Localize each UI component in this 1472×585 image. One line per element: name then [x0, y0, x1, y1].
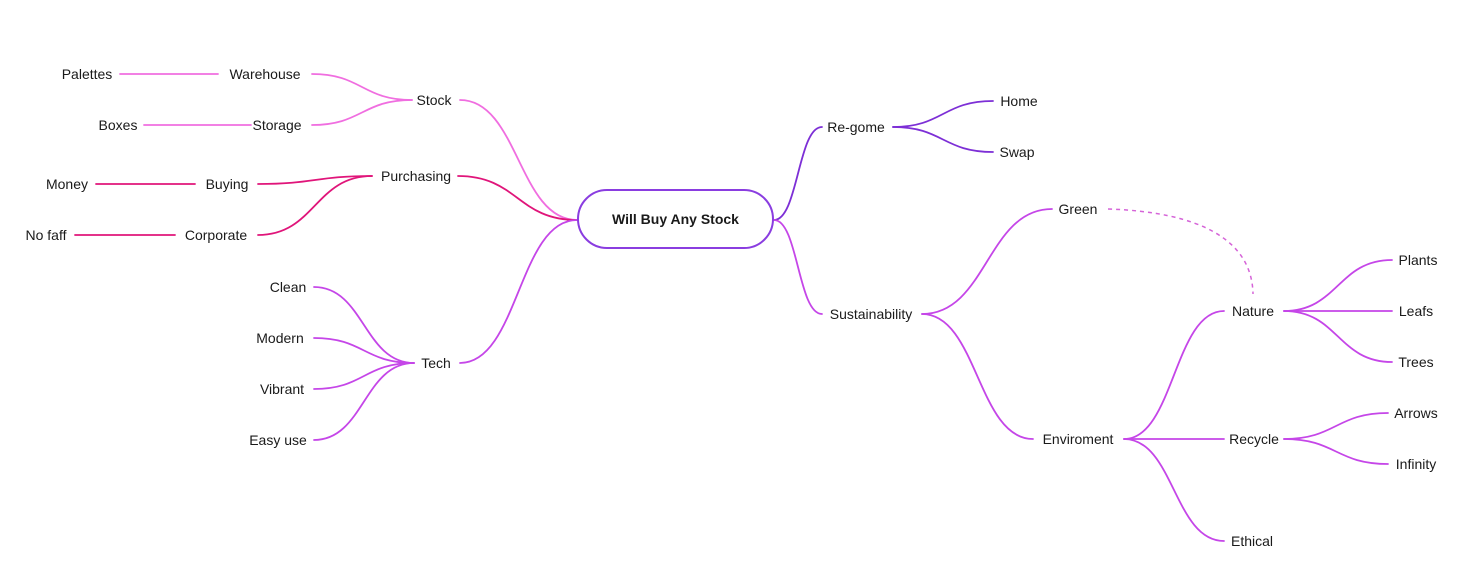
- edge-recycle-infinity: [1283, 438, 1389, 465]
- edge-tech-modern: [313, 337, 415, 364]
- edge-nature-plants: [1283, 259, 1393, 312]
- relation-green-nature[interactable]: [1107, 208, 1254, 295]
- node-money[interactable]: Money: [45, 176, 89, 192]
- edge-purchasing-corporate: [257, 175, 373, 236]
- node-vibrant[interactable]: Vibrant: [259, 381, 305, 397]
- edge-root-sustainability: [773, 219, 823, 315]
- node-ethical[interactable]: Ethical: [1230, 533, 1274, 549]
- edge-enviroment-nature: [1123, 310, 1225, 440]
- node-plants[interactable]: Plants: [1398, 252, 1438, 268]
- node-stock[interactable]: Stock: [416, 92, 452, 108]
- node-trees[interactable]: Trees: [1398, 354, 1434, 370]
- node-regome[interactable]: Re-gome: [827, 119, 885, 135]
- edge-tech-clean: [313, 286, 415, 364]
- edge-stock-storage: [311, 99, 413, 126]
- node-green[interactable]: Green: [1058, 201, 1098, 217]
- node-corporate[interactable]: Corporate: [184, 227, 248, 243]
- edge-sustainability-green: [921, 208, 1053, 315]
- edge-sustainability-enviroment: [921, 313, 1034, 440]
- edge-root-regome: [773, 126, 823, 221]
- node-clean[interactable]: Clean: [269, 279, 307, 295]
- root-node[interactable]: Will Buy Any Stock: [577, 189, 774, 249]
- node-tech[interactable]: Tech: [421, 355, 451, 371]
- node-enviroment[interactable]: Enviroment: [1042, 431, 1114, 447]
- edge-nature-trees: [1283, 310, 1393, 363]
- root-node-label: Will Buy Any Stock: [612, 211, 739, 227]
- node-sustainability[interactable]: Sustainability: [829, 306, 913, 322]
- node-storage[interactable]: Storage: [252, 117, 302, 133]
- edge-root-tech: [459, 219, 578, 364]
- node-boxes[interactable]: Boxes: [98, 117, 138, 133]
- node-nature[interactable]: Nature: [1231, 303, 1275, 319]
- node-home[interactable]: Home: [1000, 93, 1038, 109]
- edge-recycle-arrows: [1283, 412, 1389, 440]
- node-infinity[interactable]: Infinity: [1395, 456, 1437, 472]
- edge-stock-warehouse: [311, 73, 413, 101]
- node-arrows[interactable]: Arrows: [1394, 405, 1438, 421]
- node-swap[interactable]: Swap: [999, 144, 1035, 160]
- edge-tech-easyuse: [313, 362, 415, 441]
- node-buying[interactable]: Buying: [205, 176, 249, 192]
- edge-root-stock: [459, 99, 578, 221]
- node-easy-use[interactable]: Easy use: [249, 432, 307, 448]
- node-purchasing[interactable]: Purchasing: [380, 168, 452, 184]
- node-recycle[interactable]: Recycle: [1229, 431, 1279, 447]
- edge-regome-home: [892, 100, 994, 128]
- node-no-faff[interactable]: No faff: [25, 227, 67, 243]
- edge-root-purchasing: [457, 175, 578, 221]
- edge-tech-vibrant: [313, 362, 415, 390]
- node-leafs[interactable]: Leafs: [1398, 303, 1434, 319]
- node-modern[interactable]: Modern: [256, 330, 304, 346]
- edge-purchasing-buying: [257, 175, 373, 185]
- node-palettes[interactable]: Palettes: [61, 66, 113, 82]
- node-warehouse[interactable]: Warehouse: [229, 66, 301, 82]
- edge-regome-swap: [892, 126, 994, 153]
- edge-enviroment-ethical: [1123, 438, 1225, 542]
